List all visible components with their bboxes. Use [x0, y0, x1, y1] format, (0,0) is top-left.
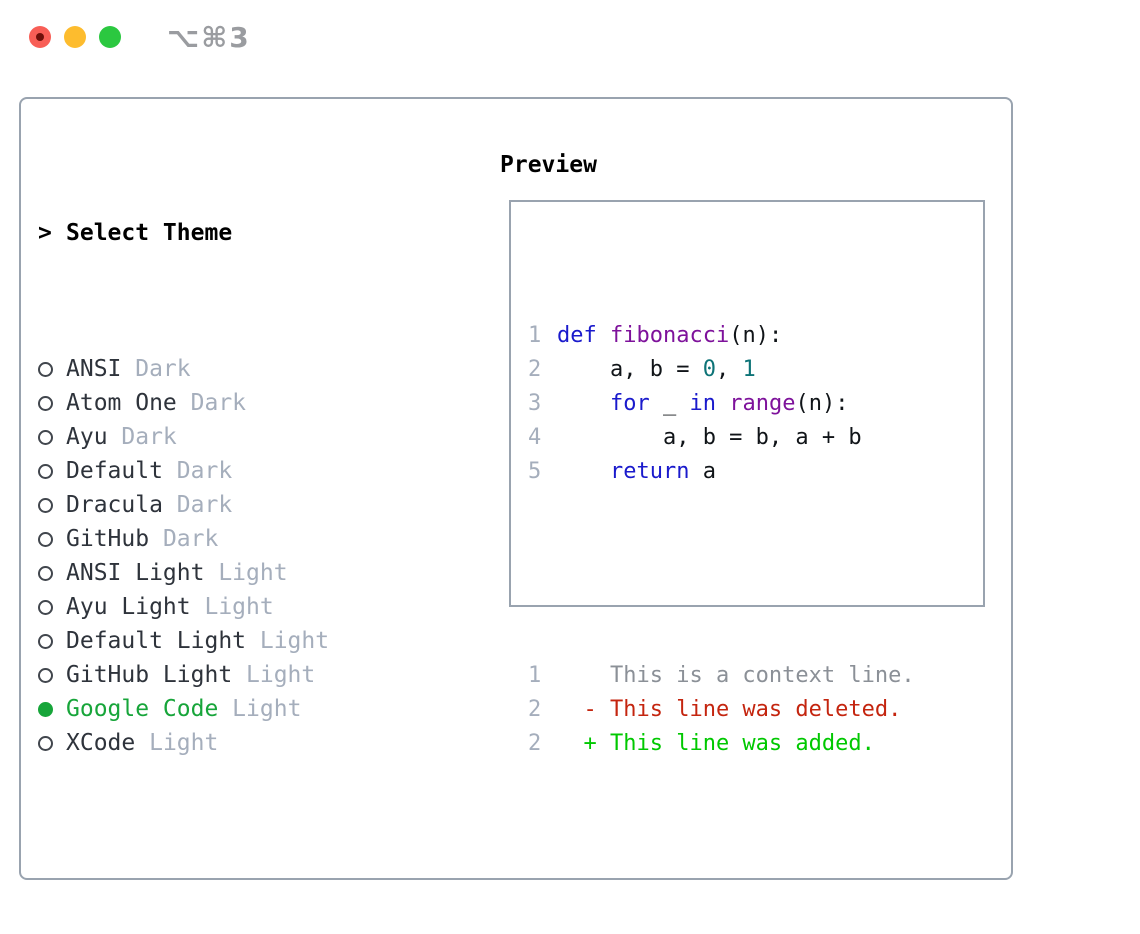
line-number: 2	[528, 731, 542, 756]
theme-option-default-light[interactable]: Default Light Light	[38, 624, 426, 658]
code-line: 3 for _ in range(n):	[528, 387, 915, 421]
line-number: 4	[528, 425, 542, 450]
close-button[interactable]	[29, 26, 51, 48]
diff-line-ctx: 1 This is a context line.	[528, 659, 915, 693]
theme-option-atom-one[interactable]: Atom One Dark	[38, 386, 426, 420]
theme-name: Default	[66, 458, 163, 484]
theme-variant-tag: Light	[232, 662, 316, 688]
window-titlebar: ⌥⌘3	[0, 0, 1140, 74]
theme-variant-tag: Dark	[107, 424, 177, 450]
theme-name: XCode	[66, 730, 136, 756]
theme-name: Ayu Light	[66, 594, 191, 620]
diff-text: + This line was added.	[557, 731, 875, 756]
theme-name: Ayu	[66, 424, 108, 450]
select-theme-title: Select Theme	[66, 220, 233, 246]
close-dot-icon	[36, 33, 44, 41]
theme-variant-tag: Light	[218, 696, 302, 722]
radio-unselected-icon	[38, 464, 53, 479]
radio-unselected-icon	[38, 566, 53, 581]
theme-option-default[interactable]: Default Dark	[38, 454, 426, 488]
zoom-button[interactable]	[99, 26, 121, 48]
code-line: 4 a, b = b, a + b	[528, 421, 915, 455]
diff-line-del: 2 - This line was deleted.	[528, 693, 915, 727]
theme-variant-tag: Dark	[149, 526, 219, 552]
theme-option-xcode[interactable]: XCode Light	[38, 726, 426, 760]
radio-unselected-icon	[38, 600, 53, 615]
theme-variant-tag: Dark	[162, 458, 233, 484]
spacer	[528, 557, 915, 591]
theme-variant-tag: Light	[246, 628, 330, 654]
theme-option-dracula[interactable]: Dracula Dark	[38, 488, 426, 522]
theme-name: ANSI	[66, 356, 122, 382]
theme-name: Atom One	[66, 390, 177, 416]
diff-text: This is a context line.	[557, 663, 915, 688]
prompt-icon: >	[38, 220, 52, 246]
theme-name: Default Light	[66, 628, 247, 654]
code-line: 5 return a	[528, 455, 915, 489]
line-number: 3	[528, 391, 542, 416]
diff-text: - This line was deleted.	[557, 697, 902, 722]
theme-name: GitHub Light	[66, 662, 233, 688]
theme-variant-tag: Dark	[176, 390, 247, 416]
select-theme-header: > Select Theme	[38, 216, 426, 250]
minimize-button[interactable]	[64, 26, 86, 48]
window-shortcut-label: ⌥⌘3	[167, 21, 251, 54]
theme-variant-tag: Dark	[162, 492, 233, 518]
radio-unselected-icon	[38, 634, 53, 649]
theme-option-github-light[interactable]: GitHub Light Light	[38, 658, 426, 692]
theme-option-ayu[interactable]: Ayu Dark	[38, 420, 426, 454]
theme-option-ansi-light[interactable]: ANSI Light Light	[38, 556, 426, 590]
line-number: 2	[528, 697, 542, 722]
theme-name: ANSI Light	[66, 560, 205, 586]
theme-variant-tag: Dark	[121, 356, 191, 382]
theme-variant-tag: Light	[190, 594, 274, 620]
theme-variant-tag: Light	[135, 730, 219, 756]
line-number: 2	[528, 357, 542, 382]
code-line: 2 a, b = 0, 1	[528, 353, 915, 387]
theme-option-github[interactable]: GitHub Dark	[38, 522, 426, 556]
diff-line-add: 2 + This line was added.	[528, 727, 915, 761]
radio-selected-icon	[38, 702, 53, 717]
spacer	[38, 862, 426, 896]
theme-variant-tag: Light	[204, 560, 288, 586]
theme-option-ayu-light[interactable]: Ayu Light Light	[38, 590, 426, 624]
theme-name: Google Code	[66, 696, 219, 722]
line-number: 5	[528, 459, 542, 484]
radio-unselected-icon	[38, 532, 53, 547]
radio-unselected-icon	[38, 430, 53, 445]
radio-unselected-icon	[38, 396, 53, 411]
theme-option-ansi[interactable]: ANSI Dark	[38, 352, 426, 386]
theme-name: GitHub	[66, 526, 150, 552]
line-number: 1	[528, 323, 542, 348]
radio-unselected-icon	[38, 668, 53, 683]
radio-unselected-icon	[38, 362, 53, 377]
theme-name: Dracula	[66, 492, 163, 518]
theme-option-google-code[interactable]: Google Code Light	[38, 692, 426, 726]
line-number: 1	[528, 663, 542, 688]
radio-unselected-icon	[38, 498, 53, 513]
radio-unselected-icon	[38, 736, 53, 751]
preview-title: Preview	[500, 152, 597, 178]
diff-lines: 1 This is a context line.2 - This line w…	[528, 659, 915, 761]
